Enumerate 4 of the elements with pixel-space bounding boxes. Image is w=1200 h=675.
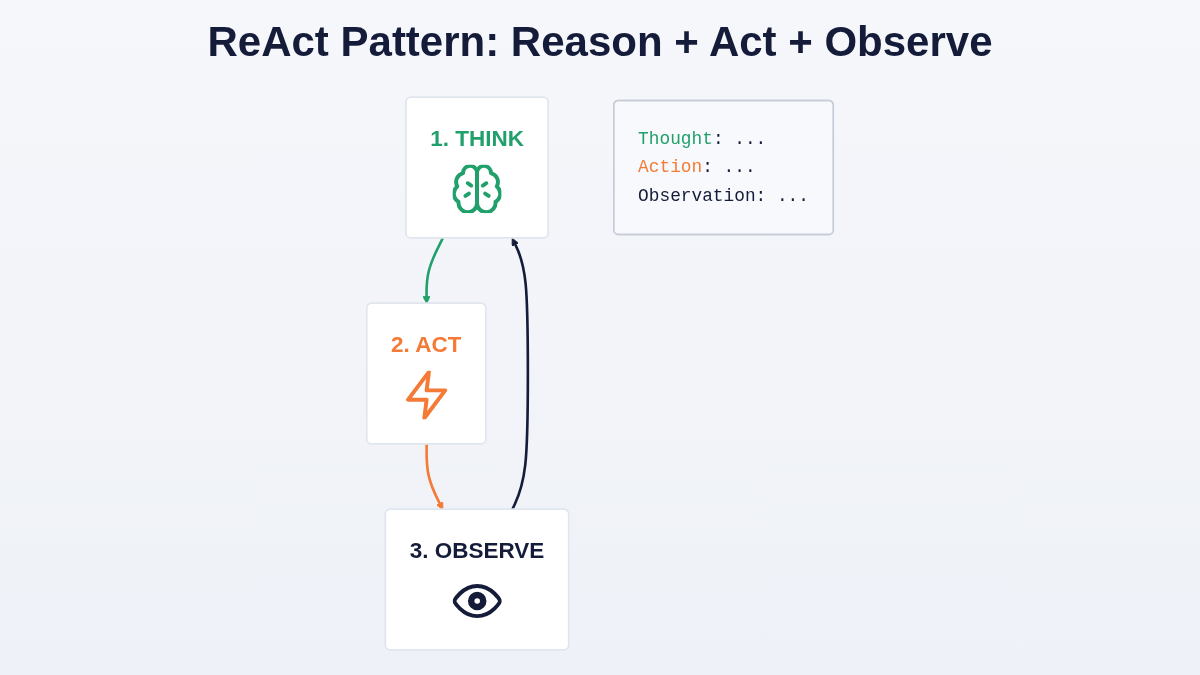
arrow — [511, 237, 530, 511]
arrow — [425, 444, 444, 511]
arrow — [422, 237, 444, 305]
diagram-title: ReAct Pattern: Reason + Act + Observe — [206, 17, 994, 67]
